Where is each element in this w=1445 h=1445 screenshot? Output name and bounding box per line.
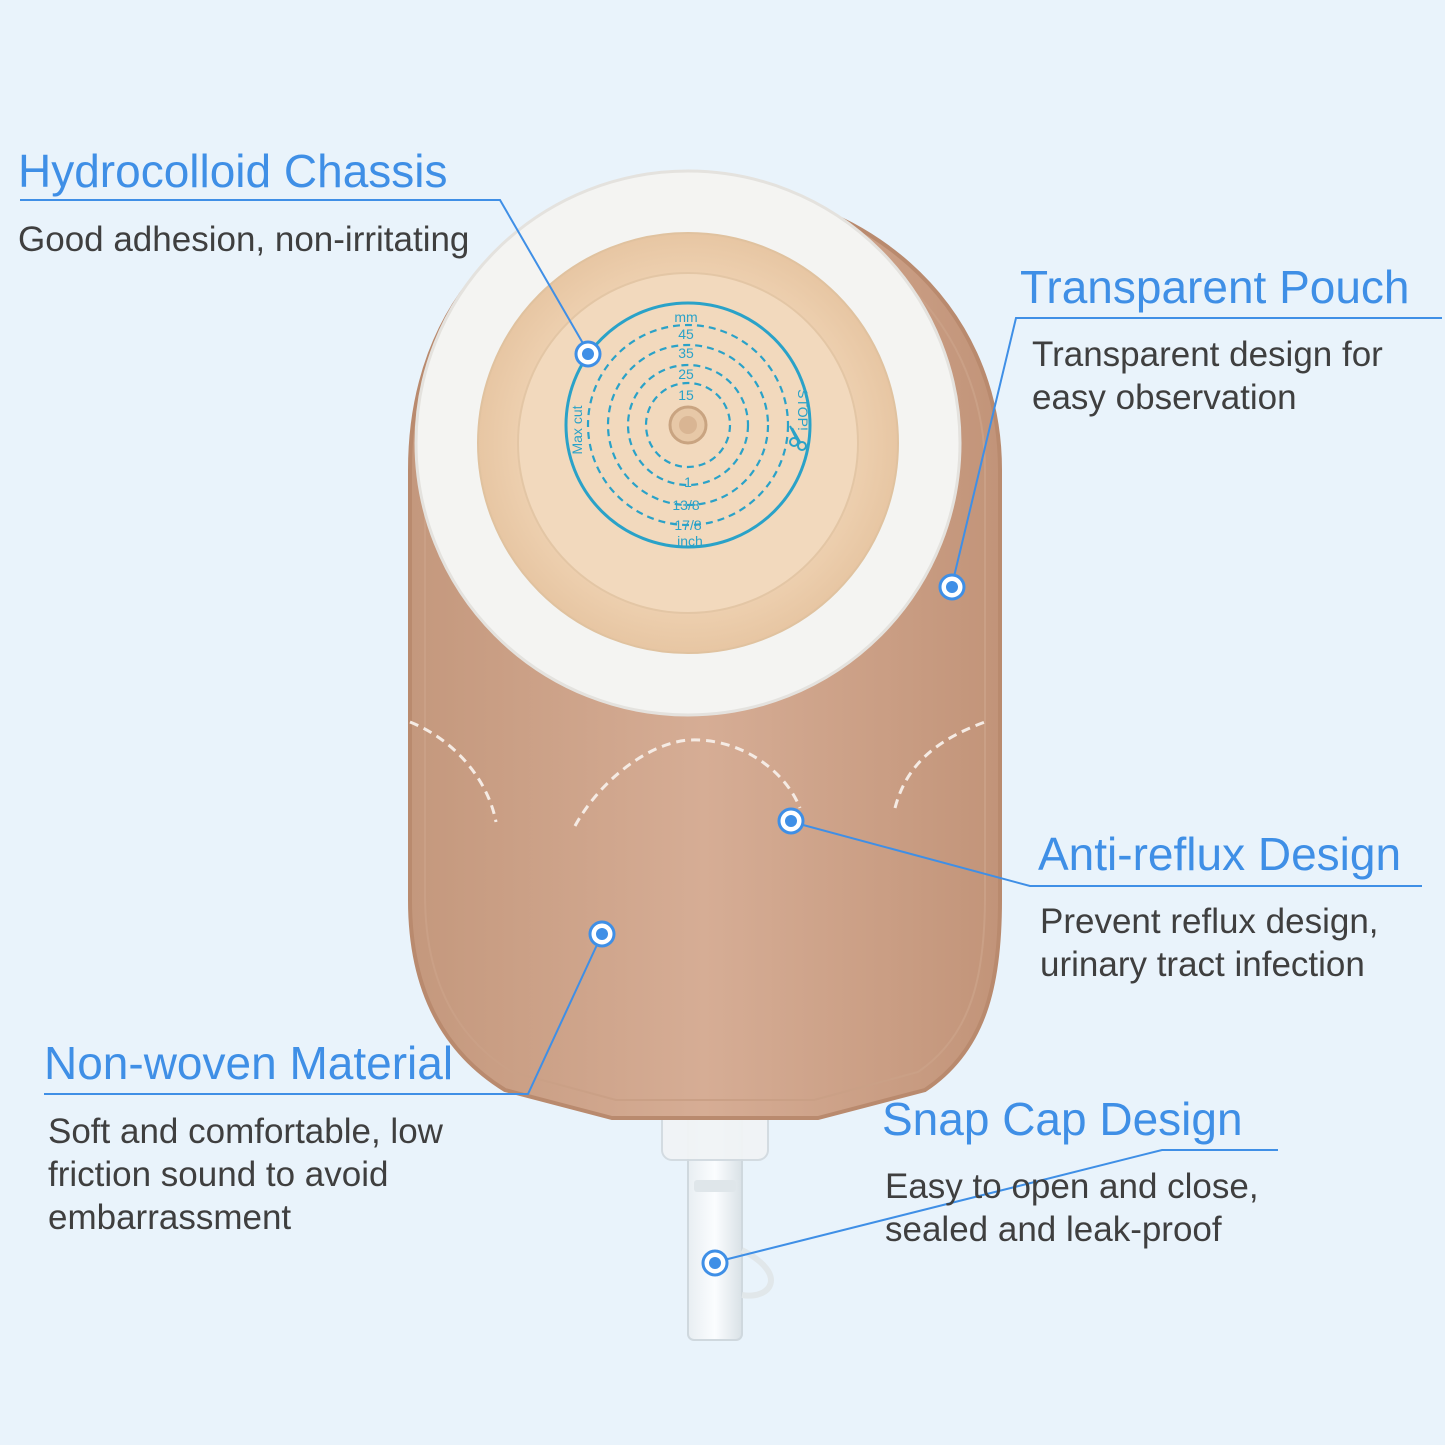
callout-desc-snap-cap-design: Easy to open and close, sealed and leak-… — [885, 1165, 1259, 1251]
marker-non-woven — [588, 920, 616, 948]
callout-title-non-woven-material: Non-woven Material — [44, 1037, 454, 1089]
callout-desc-line: urinary tract infection — [1040, 945, 1365, 984]
scale-mm-unit: mm — [674, 309, 697, 325]
leader-hydrocolloid — [20, 199, 589, 353]
callout-title-anti-reflux-design: Anti-reflux Design — [1038, 828, 1402, 880]
callout-desc-line: friction sound to avoid — [48, 1155, 389, 1194]
leader-anti-reflux — [791, 821, 1422, 887]
callout-desc-line: Prevent reflux design, — [1040, 902, 1379, 941]
scale-stop: STOP! — [795, 389, 811, 431]
callout-leaders — [20, 199, 1442, 1263]
leader-snap-cap — [715, 1149, 1278, 1263]
marker-transparent — [938, 573, 966, 601]
callout-desc-anti-reflux-design: Prevent reflux design, urinary tract inf… — [1040, 900, 1379, 986]
callout-title-snap-cap-design: Snap Cap Design — [882, 1093, 1243, 1145]
outlet-tube — [661, 1107, 774, 1341]
callout-desc-line: Easy to open and close, — [885, 1167, 1259, 1206]
callout-desc-line: Good adhesion, non-irritating — [18, 220, 470, 259]
leader-non-woven — [44, 933, 603, 1095]
callout-desc-line: sealed and leak-proof — [885, 1210, 1222, 1249]
callout-desc-line: Transparent design for — [1032, 335, 1383, 374]
scale-inch-13-8: 13/8 — [672, 497, 699, 513]
callout-desc-hydrocolloid-chassis: Good adhesion, non-irritating — [18, 218, 469, 261]
callout-title-hydrocolloid-chassis: Hydrocolloid Chassis — [18, 145, 448, 197]
scale-max-cut: Max cut — [569, 405, 585, 454]
callout-title-transparent-pouch: Transparent Pouch — [1020, 261, 1410, 313]
marker-hydrocolloid — [574, 340, 602, 368]
callout-desc-transparent-pouch: Transparent design for easy observation — [1032, 333, 1383, 419]
scale-inch-unit: inch — [677, 533, 703, 549]
scale-mm-25: 25 — [678, 366, 694, 382]
scale-mm-45: 45 — [678, 326, 694, 342]
callout-desc-line: easy observation — [1032, 378, 1297, 417]
hydrocolloid-wafer — [477, 232, 899, 654]
scissors-icon — [789, 425, 807, 451]
callout-desc-non-woven-material: Soft and comfortable, low friction sound… — [48, 1110, 443, 1239]
marker-snap-cap — [701, 1249, 729, 1277]
scale-mm-35: 35 — [678, 345, 694, 361]
callout-desc-line: Soft and comfortable, low — [48, 1112, 443, 1151]
scale-inch-17-8: 17/8 — [674, 517, 701, 533]
leader-transparent — [951, 317, 1442, 586]
callout-markers — [574, 340, 966, 1277]
callout-desc-line: embarrassment — [48, 1198, 292, 1237]
scale-mm-15: 15 — [678, 387, 694, 403]
marker-anti-reflux — [777, 807, 805, 835]
anti-reflux-seams — [409, 720, 986, 827]
wafer-scale: mm 45 35 25 15 1 13/8 17/8 inch Max cut … — [569, 309, 811, 549]
scale-inch-1: 1 — [684, 474, 692, 490]
